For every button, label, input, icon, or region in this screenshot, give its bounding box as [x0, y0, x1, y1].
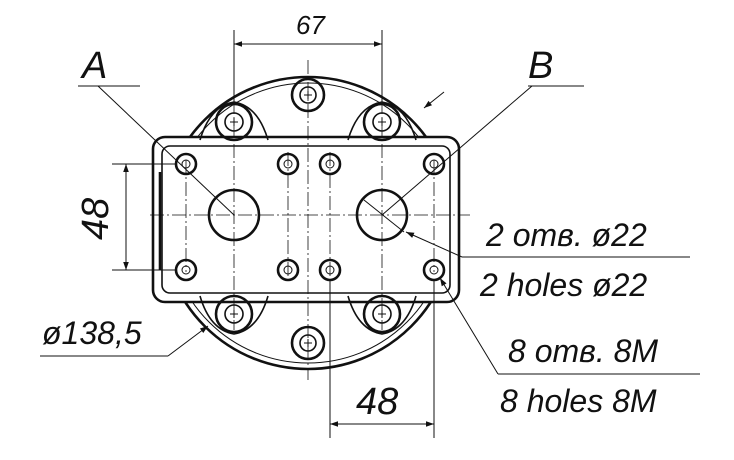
dim-67-text: 67	[296, 10, 326, 40]
dim-48-bottom-text: 48	[356, 381, 398, 423]
leader-lines	[40, 85, 700, 375]
rectangular-body	[151, 135, 461, 304]
holes8m-ru-text: 8 отв. 8M	[508, 333, 658, 369]
dim-48-left	[112, 163, 176, 271]
large-holes-22	[207, 188, 409, 242]
holes8m-en-text: 8 holes 8M	[500, 383, 657, 419]
label-b: B	[528, 45, 553, 87]
label-a: A	[80, 45, 107, 87]
holes22-en-text: 2 holes ø22	[479, 267, 647, 303]
threaded-holes-8m	[174, 152, 446, 282]
diameter-text: ø138,5	[42, 315, 142, 351]
holes22-ru-text: 2 отв. ø22	[485, 217, 647, 253]
dim-67	[233, 30, 383, 104]
dim-48-left-text: 48	[75, 198, 117, 240]
dim-48-bottom	[329, 280, 435, 438]
